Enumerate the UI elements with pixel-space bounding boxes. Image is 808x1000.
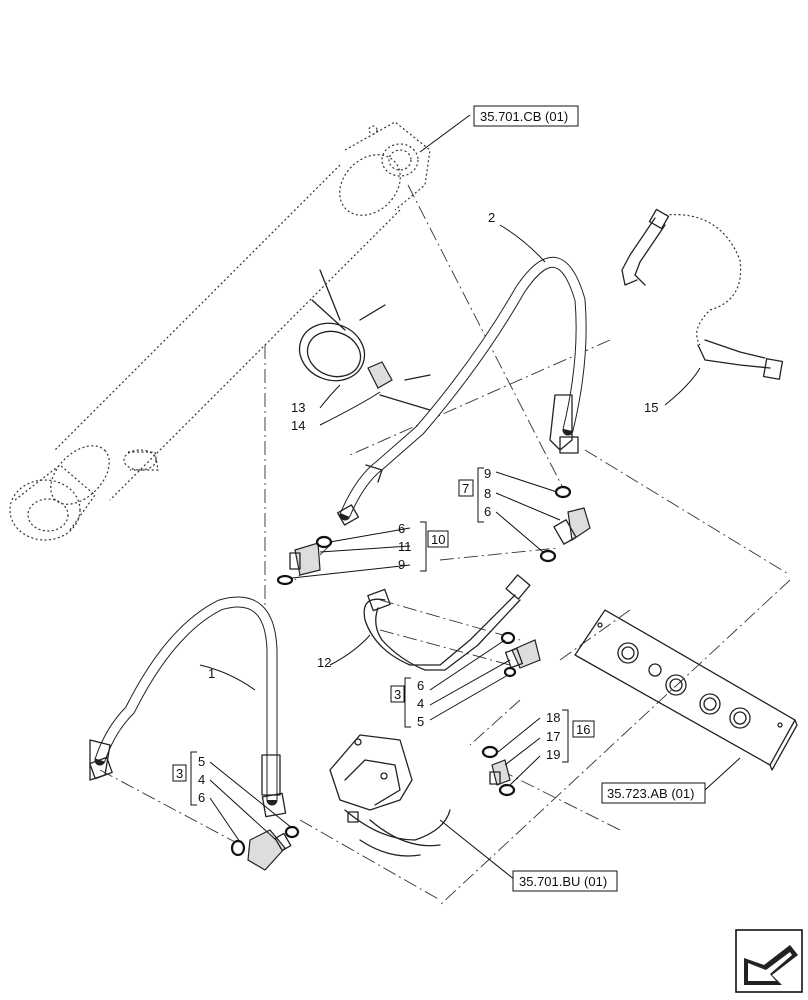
callout-4-mid: 4 [417,696,424,711]
hose-part-2 [336,256,587,526]
callout-6-left: 6 [398,521,405,536]
callout-2: 2 [488,210,495,225]
callout-9-top: 9 [484,466,491,481]
callout-5-mid: 5 [417,714,424,729]
callout-15: 15 [644,400,658,415]
hydraulic-cylinder-outline [9,121,431,541]
hose-part-1 [89,596,287,818]
callout-5-low: 5 [198,754,205,769]
callout-6-mid: 6 [417,678,424,693]
callout-8: 8 [484,486,491,501]
leader-lines [199,114,741,881]
ref-box-cylinder[interactable]: 35.701.CB (01) [473,105,579,127]
callout-3-low: 3 [176,766,183,781]
pipe-part-15 [621,208,784,380]
callout-14: 14 [291,418,305,433]
arrow-icon[interactable] [735,929,803,993]
fitting-part-11 [289,542,321,576]
callout-10: 10 [431,532,445,547]
ref-cylinder-text: 35.701.CB (01) [480,109,568,124]
ref-valve-text: 35.701.BU (01) [519,874,607,889]
callout-3-mid: 3 [394,687,401,702]
clamp-screw-part-14 [367,361,431,411]
fitting-part-17 [489,759,511,786]
callout-numbers: 2 13 14 15 7 9 8 6 6 11 9 10 12 1 3 6 4 … [172,210,658,805]
fitting-part-8 [553,507,591,545]
callout-4-low: 4 [198,772,205,787]
o-rings [230,485,572,857]
ref-box-plate[interactable]: 35.723.AB (01) [601,782,706,804]
callout-17: 17 [546,729,560,744]
callout-19: 19 [546,747,560,762]
callout-16: 16 [576,722,590,737]
ref-plate-text: 35.723.AB (01) [607,786,694,801]
callout-9-left: 9 [398,557,405,572]
callout-12: 12 [317,655,331,670]
fitting-part-4-lower [247,829,292,871]
callout-18: 18 [546,710,560,725]
hose-clamp-part-13 [298,269,386,382]
callout-7: 7 [462,481,469,496]
fitting-part-4-upper [504,639,541,669]
bulkhead-plate [574,609,798,771]
callout-1: 1 [208,666,215,681]
control-valve-block [329,734,451,857]
callout-6-low: 6 [198,790,205,805]
callout-11: 11 [398,539,412,554]
group-brackets [190,467,569,806]
ref-box-valve[interactable]: 35.701.BU (01) [512,870,618,892]
pipe-part-12 [363,574,531,671]
callout-13: 13 [291,400,305,415]
callout-6-top: 6 [484,504,491,519]
